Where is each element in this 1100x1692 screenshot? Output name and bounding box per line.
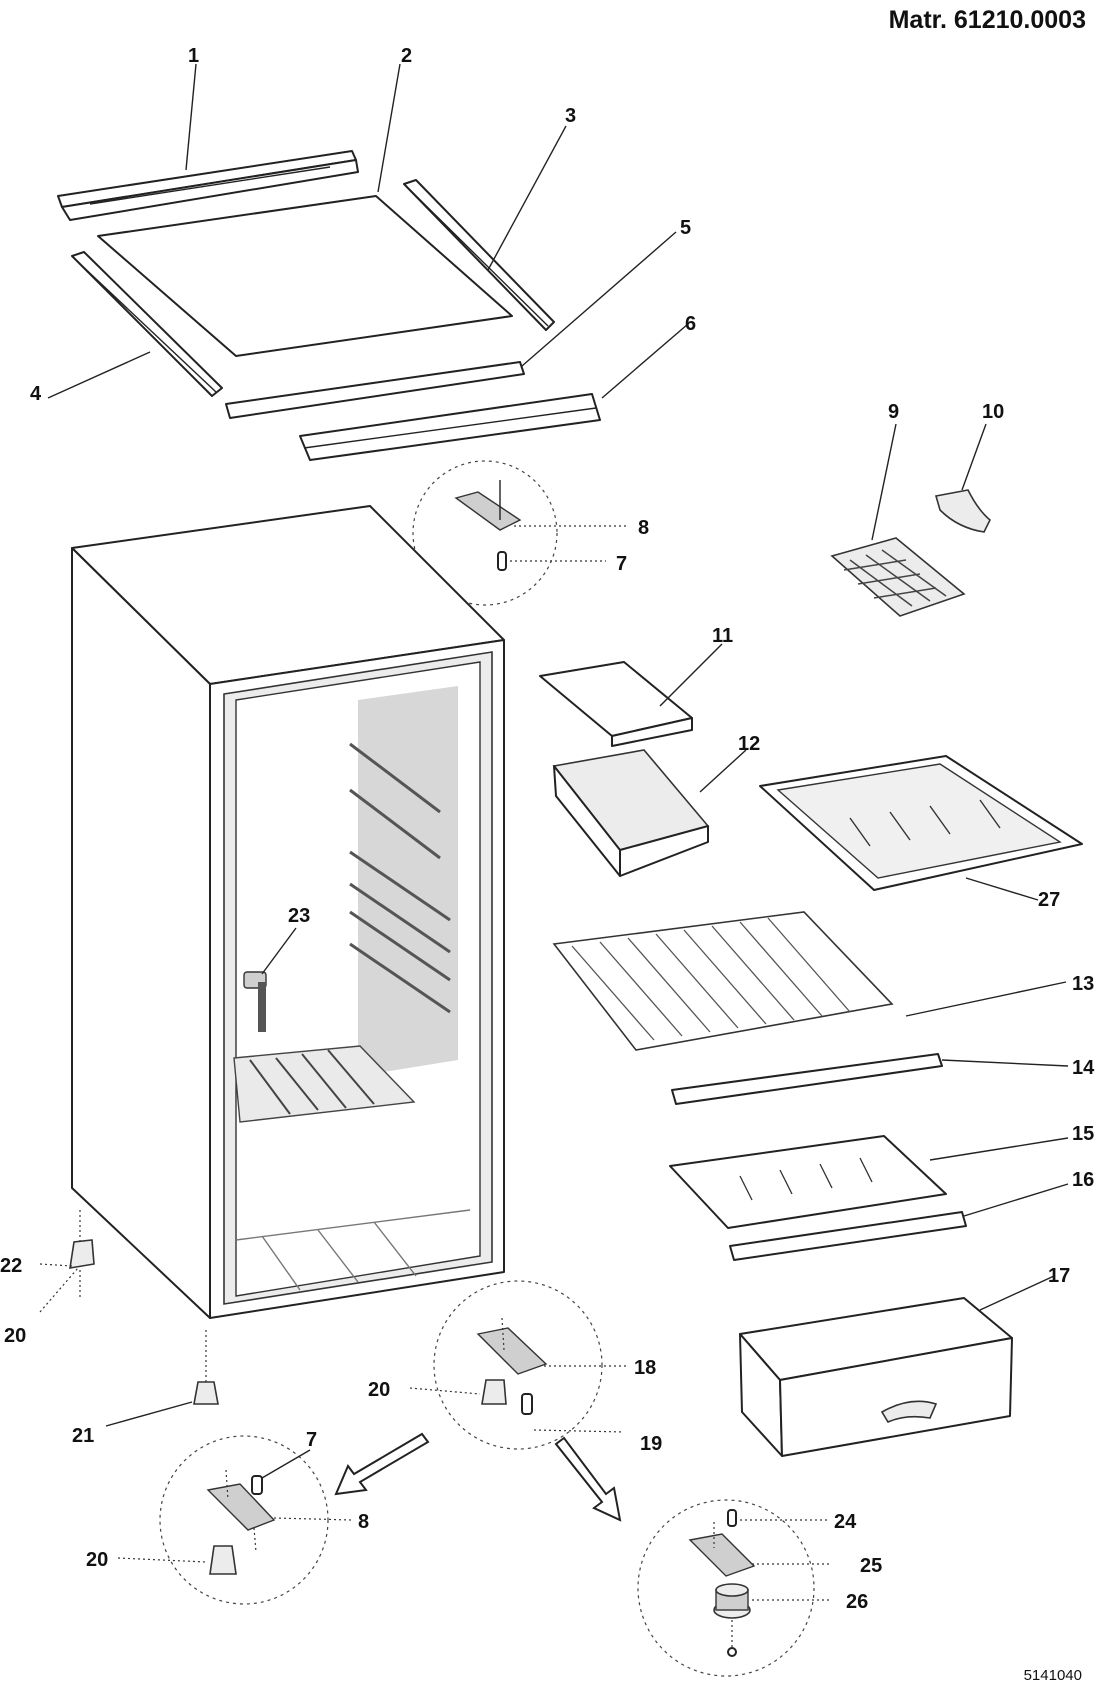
part-22-foot [69,1239,95,1269]
part-18-bottom-hinge [476,1317,548,1375]
label-9: 9 [888,401,899,423]
part-1-rear-rail [57,150,359,221]
part-5-front-strip [225,361,525,419]
label-4: 4 [30,383,42,405]
label-18: 18 [634,1357,656,1379]
label-20-left: 20 [4,1325,26,1347]
part-9-ice-tray [830,537,966,617]
label-11: 11 [712,625,733,647]
arrow-left-detail [334,1432,430,1496]
part-8-hinge-detail [206,1469,276,1553]
part-12-freezer-drawer [552,749,710,877]
part-6-front-trim [299,393,601,461]
label-2: 2 [401,45,412,67]
part-7-pin [497,551,507,571]
label-15: 15 [1072,1123,1094,1145]
part-15-glass-shelf [669,1135,947,1229]
part-20-foot-hinge [481,1379,507,1405]
part-3-side-rail-right [403,179,555,331]
label-13: 13 [1072,973,1094,995]
part-8-top-hinge [454,480,522,531]
label-16: 16 [1072,1169,1094,1191]
label-19: 19 [640,1433,662,1455]
label-20-mid: 20 [368,1379,390,1401]
part-13-wire-shelf [552,911,894,1051]
part-25-hinge-plate [688,1522,756,1577]
refrigerator-cabinet [71,505,505,1319]
part-4-side-rail-left [71,251,223,397]
part-2-top-panel [97,195,513,357]
label-6: 6 [685,313,696,335]
part-26-adjustable-foot [713,1583,751,1619]
part-11-freezer-lid [539,661,693,747]
part-17-crisper-drawer [739,1297,1013,1457]
part-19-pin [521,1393,533,1415]
diagram-code: 5141040 [1023,1667,1082,1684]
material-number: Matr. 61210.0003 [888,6,1086,34]
part-7-pin-detail [251,1475,263,1495]
part-14-shelf-strip [671,1053,943,1105]
part-24-screw [727,1509,737,1527]
label-12: 12 [738,733,760,755]
part-23-thermostat [243,971,267,1032]
part-27-glass-shelf-top [759,755,1083,891]
label-10: 10 [982,401,1004,423]
label-3: 3 [565,105,576,127]
label-21: 21 [72,1425,94,1447]
label-27: 27 [1038,889,1060,911]
label-24: 24 [834,1511,857,1533]
label-14: 14 [1072,1057,1095,1079]
label-17: 17 [1048,1265,1070,1287]
label-7-bottom: 7 [306,1429,317,1451]
part-20-foot-detail [209,1545,237,1575]
part-10-ice-scoop [934,489,991,533]
label-22: 22 [0,1255,22,1277]
label-8-top: 8 [638,517,649,539]
arrow-right-detail [554,1436,622,1522]
part-16-shelf-trim [729,1211,967,1261]
label-1: 1 [188,45,199,67]
label-7-top: 7 [616,553,627,575]
label-23: 23 [288,905,310,927]
label-20-bottom: 20 [86,1549,108,1571]
part-21-foot [193,1381,219,1405]
label-26: 26 [846,1591,868,1613]
label-25: 25 [860,1555,882,1577]
label-8-bottom: 8 [358,1511,369,1533]
label-5: 5 [680,217,691,239]
